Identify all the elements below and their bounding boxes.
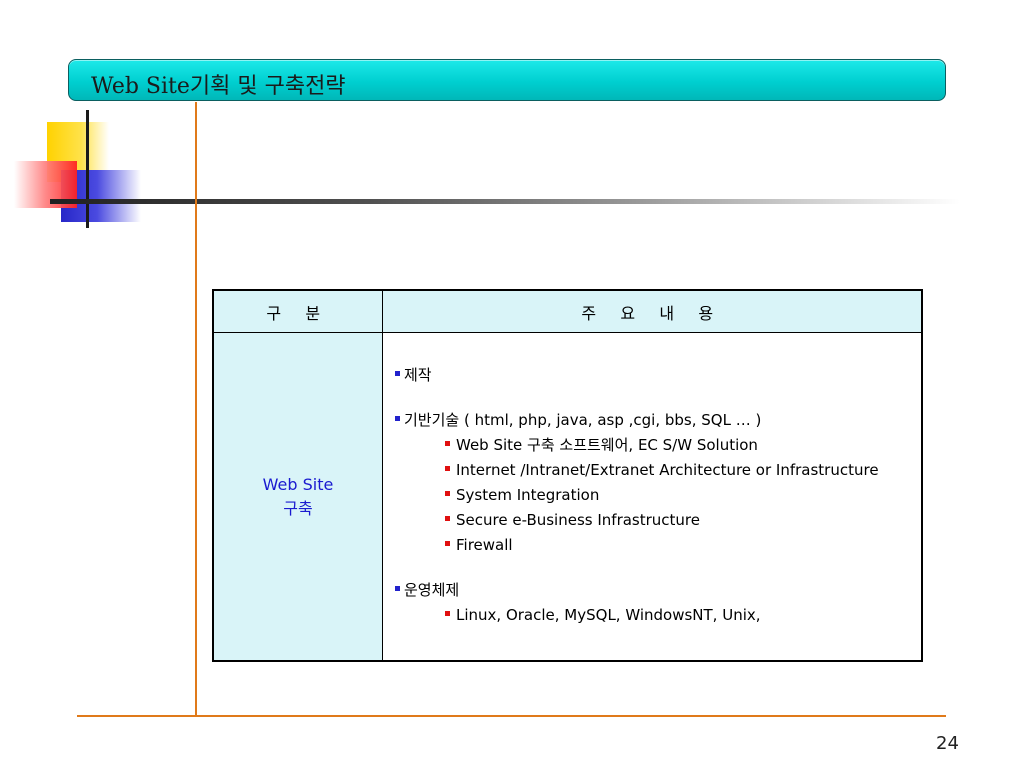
- slide-title: Web Site기획 및 구축전략: [91, 74, 346, 99]
- blue-square-bullet-icon: [395, 416, 400, 421]
- orange-vertical-rule: [195, 102, 197, 717]
- subitem-text: Internet /Intranet/Extranet Architecture…: [456, 461, 879, 479]
- category-cell: Web Site 구축: [212, 332, 383, 662]
- table-row: Web Site 구축 제작 기반기술 ( html, php, java, a…: [212, 332, 923, 662]
- list-item: 제작: [395, 363, 921, 388]
- item-label-base-tech: 기반기술 ( html, php, java, asp ,cgi, bbs, S…: [404, 411, 762, 429]
- blue-square-bullet-icon: [395, 586, 400, 591]
- sub-list-item: System Integration: [395, 483, 921, 508]
- sub-list-item: Firewall: [395, 533, 921, 558]
- orange-horizontal-rule: [77, 715, 946, 717]
- subitem-text: Linux, Oracle, MySQL, WindowsNT, Unix,: [456, 606, 761, 624]
- sub-list-item: Linux, Oracle, MySQL, WindowsNT, Unix,: [395, 603, 921, 628]
- decor-horizontal-line: [50, 199, 960, 204]
- sub-list-item: Web Site 구축 소프트웨어, EC S/W Solution: [395, 433, 921, 458]
- header-category: 구 분: [212, 289, 383, 333]
- content-cell: 제작 기반기술 ( html, php, java, asp ,cgi, bbs…: [382, 332, 923, 662]
- red-square-bullet-icon: [445, 541, 450, 546]
- item-label-production: 제작: [404, 366, 432, 384]
- red-square-bullet-icon: [445, 611, 450, 616]
- red-square-bullet-icon: [445, 491, 450, 496]
- subitem-text: Secure e-Business Infrastructure: [456, 511, 700, 529]
- sub-list-item: Internet /Intranet/Extranet Architecture…: [395, 458, 921, 483]
- decor-vertical-line: [86, 110, 89, 228]
- red-square-bullet-icon: [445, 516, 450, 521]
- red-square-bullet-icon: [445, 441, 450, 446]
- table-header-row: 구 분 주 요 내 용: [212, 289, 923, 333]
- category-line-1: Web Site: [262, 474, 334, 494]
- subitem-text: Firewall: [456, 536, 513, 554]
- sub-list-item: Secure e-Business Infrastructure: [395, 508, 921, 533]
- subitem-text: System Integration: [456, 486, 600, 504]
- page-number: 24: [936, 733, 959, 754]
- header-content: 주 요 내 용: [382, 289, 923, 333]
- content-table: 구 분 주 요 내 용 Web Site 구축 제작 기반기술 ( html, …: [212, 289, 923, 662]
- list-item: 운영체제: [395, 578, 921, 603]
- red-square-bullet-icon: [445, 466, 450, 471]
- list-item: 기반기술 ( html, php, java, asp ,cgi, bbs, S…: [395, 408, 921, 433]
- blue-square-bullet-icon: [395, 371, 400, 376]
- title-bar: Web Site기획 및 구축전략: [68, 59, 946, 101]
- category-line-2: 구축: [283, 498, 313, 518]
- subitem-text: Web Site 구축 소프트웨어, EC S/W Solution: [456, 436, 758, 454]
- item-label-os: 운영체제: [404, 581, 460, 599]
